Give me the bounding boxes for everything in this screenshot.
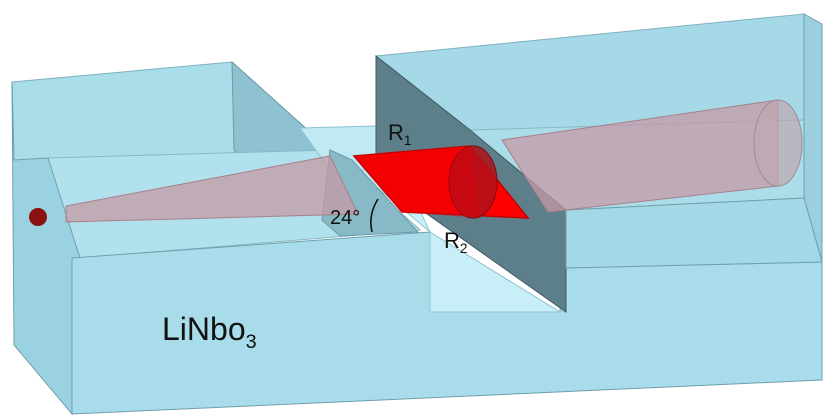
label-r2: R2 bbox=[444, 228, 467, 256]
label-r1: R1 bbox=[388, 120, 411, 148]
input-beam-cone bbox=[65, 155, 359, 223]
red-dot-icon bbox=[29, 208, 47, 226]
label-material: LiNbo3 bbox=[162, 311, 257, 353]
label-angle: 24° bbox=[330, 207, 360, 229]
prism-beam-cone bbox=[354, 146, 480, 218]
right-block-front-face bbox=[565, 197, 823, 269]
angle-arc-icon bbox=[370, 198, 379, 233]
output-beam-end-ellipse bbox=[753, 99, 803, 187]
prism-beam-lens bbox=[448, 145, 498, 219]
